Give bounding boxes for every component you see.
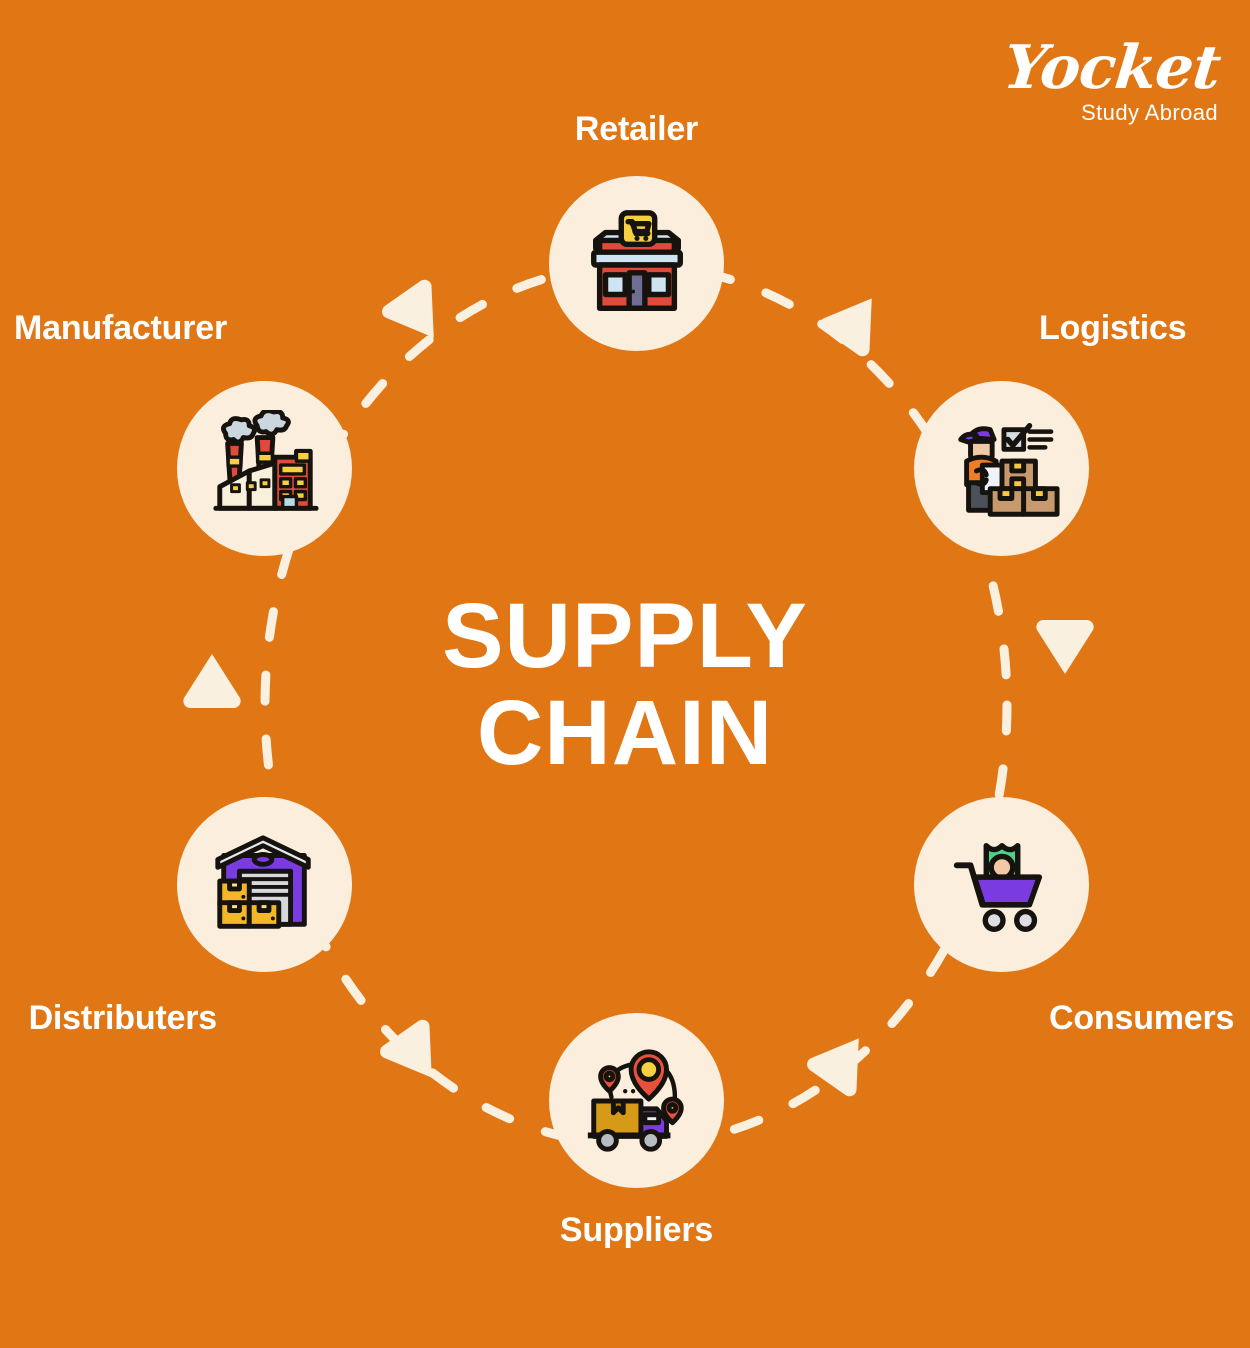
node-label-logistics: Logistics: [1039, 309, 1187, 347]
brand-tagline: Study Abroad: [1081, 100, 1218, 125]
delivery-truck-icon: [549, 1013, 724, 1188]
node-suppliers[interactable]: Suppliers: [549, 1013, 724, 1249]
brand-logo: Yocket Study Abroad: [1001, 33, 1224, 125]
storefront-icon: [549, 176, 724, 351]
node-label-retailer: Retailer: [574, 110, 699, 148]
node-distributers[interactable]: Distributers: [29, 797, 352, 1037]
node-retailer[interactable]: Retailer: [549, 110, 724, 351]
node-logistics[interactable]: Logistics: [914, 309, 1187, 556]
node-label-distributers: Distributers: [28, 999, 218, 1037]
warehouse-icon: [177, 797, 352, 972]
warehouse-worker-icon: [914, 381, 1089, 556]
factory-icon: [177, 381, 352, 556]
node-manufacturer[interactable]: Manufacturer: [14, 309, 352, 556]
node-label-consumers: Consumers: [1049, 999, 1235, 1037]
node-label-suppliers: Suppliers: [559, 1211, 714, 1249]
shopping-cart-shield-icon: [914, 797, 1089, 972]
node-label-manufacturer: Manufacturer: [14, 309, 227, 347]
node-consumers[interactable]: Consumers: [914, 797, 1234, 1037]
